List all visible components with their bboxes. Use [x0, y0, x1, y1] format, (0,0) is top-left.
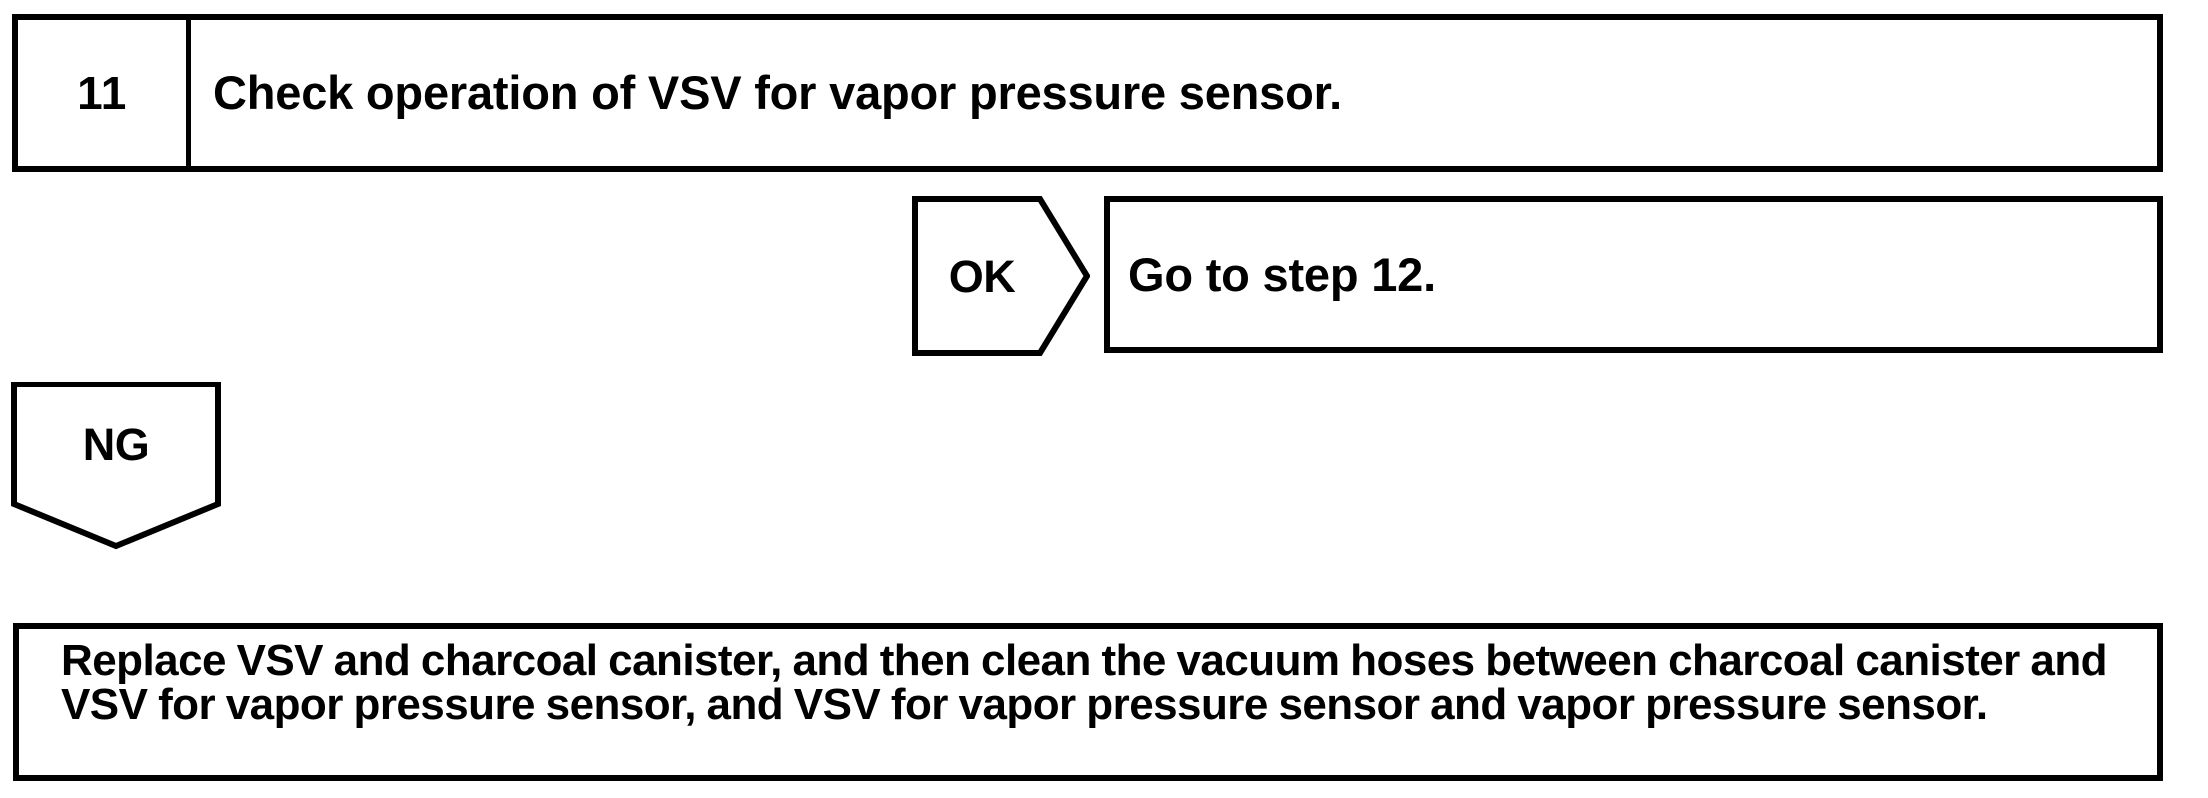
- ok-target-box: Go to step 12.: [1104, 196, 2163, 353]
- ng-branch-arrow-shape: [10, 382, 222, 550]
- ok-branch-label: OK: [948, 250, 1016, 302]
- ng-result-text: Replace VSV and charcoal canister, and t…: [61, 636, 2108, 729]
- step-description-cell: Check operation of VSV for vapor pressur…: [191, 20, 2157, 166]
- step-description: Check operation of VSV for vapor pressur…: [213, 66, 1342, 120]
- ok-target-text: Go to step 12.: [1128, 247, 1436, 301]
- ng-branch-label: NG: [82, 418, 150, 470]
- step-number-cell: 11: [18, 20, 191, 166]
- step-row: 11 Check operation of VSV for vapor pres…: [12, 14, 2163, 172]
- ng-result-box: Replace VSV and charcoal canister, and t…: [13, 623, 2163, 781]
- step-number: 11: [77, 67, 127, 119]
- ok-branch-arrow-shape: [912, 196, 1090, 356]
